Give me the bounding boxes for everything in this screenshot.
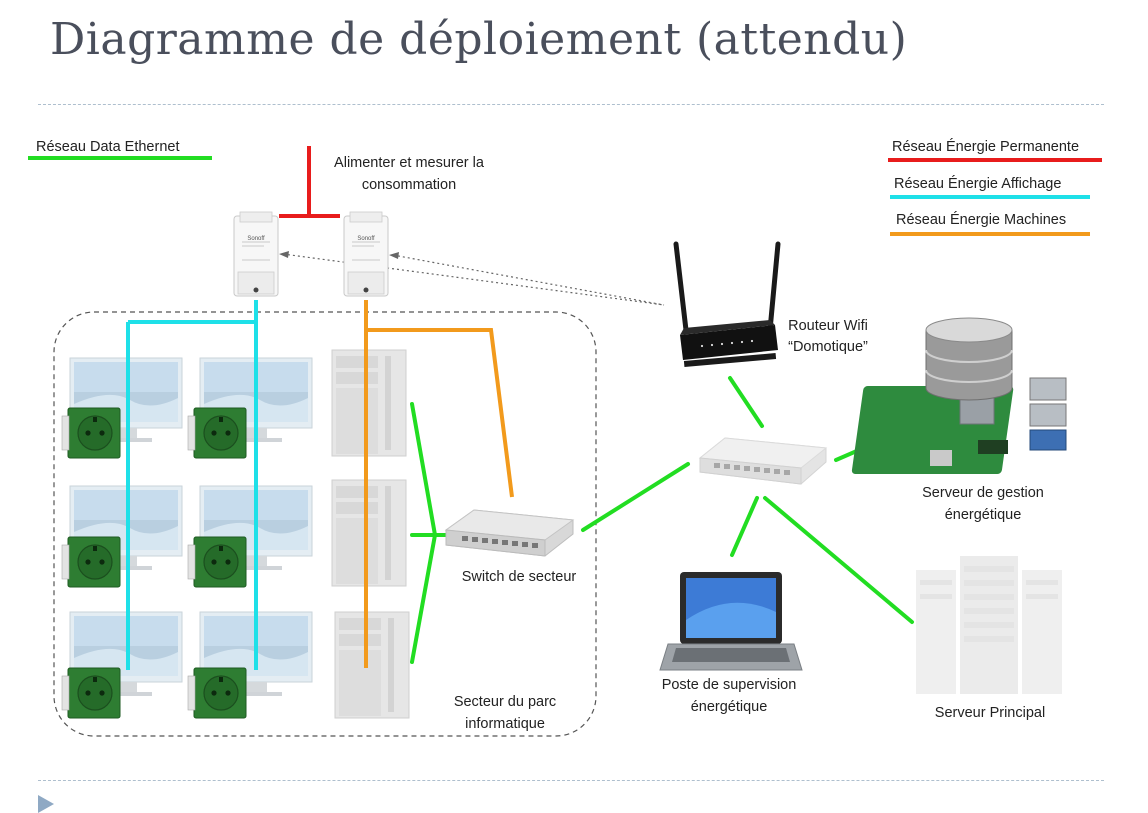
energy-server-label: Serveur de gestion (922, 485, 1044, 501)
smart-plug-meter-machines: Sonoff (343, 211, 389, 297)
page-title: Diagramme de déploiement (attendu) (50, 14, 908, 65)
footer-divider (38, 780, 1104, 781)
sector-switch-icon (444, 509, 575, 557)
power-meter-label: Alimenter et mesurer la (334, 155, 485, 171)
energy-server-label: énergétique (945, 507, 1022, 523)
legend-ethernet: Réseau Data Ethernet (28, 139, 212, 160)
sector-label: informatique (465, 716, 545, 732)
legend-permanent: Réseau Énergie Permanente (888, 138, 1102, 162)
central-switch-icon (698, 437, 828, 485)
wifi-router-icon (673, 241, 781, 367)
computer-towers (332, 350, 409, 718)
title-divider (38, 104, 1104, 105)
router-label: Routeur Wifi (788, 318, 868, 334)
supervision-label: énergétique (691, 699, 768, 715)
router-label: “Domotique” (788, 339, 868, 355)
smart-plug-brand: Sonoff (357, 236, 375, 242)
sector-label: Secteur du parc (454, 694, 556, 710)
legend: Réseau Data Ethernet Réseau Énergie Perm… (28, 138, 1102, 236)
smart-plug-meter-display: Sonoff (233, 211, 279, 297)
power-meter-label: consommation (362, 177, 456, 193)
svg-text:Réseau Énergie Affichage: Réseau Énergie Affichage (894, 175, 1061, 192)
energy-machines-lines (364, 300, 514, 668)
main-server-label: Serveur Principal (935, 705, 1045, 721)
labels: Alimenter et mesurer la consommation Rou… (334, 155, 1045, 732)
bullet-icon (38, 795, 54, 813)
legend-display: Réseau Énergie Affichage (890, 175, 1090, 199)
energy-server-icon (851, 317, 1067, 474)
legend-machines: Réseau Énergie Machines (890, 211, 1090, 236)
wifi-links (279, 251, 665, 306)
smart-plug-brand: Sonoff (247, 236, 265, 242)
main-server-icon (916, 556, 1062, 694)
laptop-icon (659, 572, 803, 671)
svg-text:Réseau Énergie Machines: Réseau Énergie Machines (896, 211, 1066, 228)
energy-permanent-lines (279, 146, 340, 218)
ethernet-lines (410, 376, 914, 664)
energy-display-lines (126, 300, 258, 670)
svg-text:Réseau Data Ethernet: Réseau Data Ethernet (36, 139, 179, 155)
sector-switch-label: Switch de secteur (462, 569, 577, 585)
svg-text:Réseau Énergie Permanente: Réseau Énergie Permanente (892, 138, 1079, 155)
supervision-label: Poste de supervision (662, 677, 797, 693)
